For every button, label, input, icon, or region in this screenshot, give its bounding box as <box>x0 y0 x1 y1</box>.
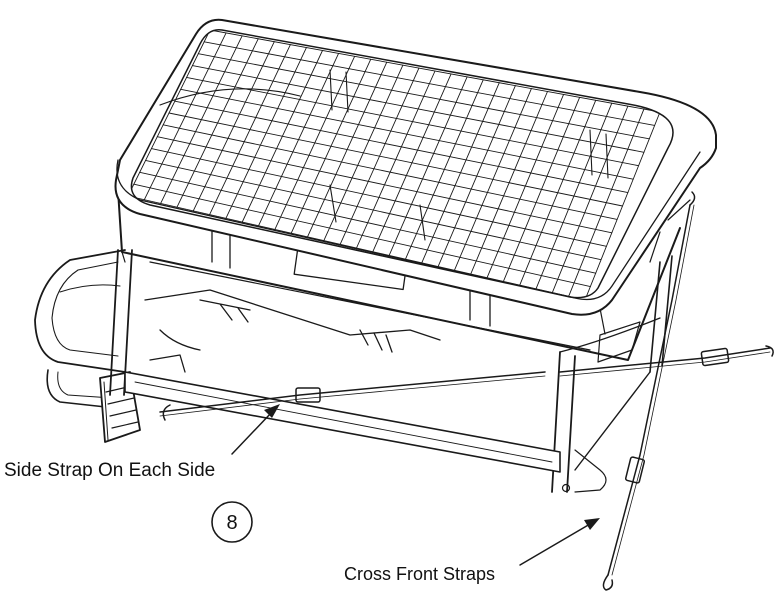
leader-arrow-cross <box>519 523 591 566</box>
step-number-circle <box>211 501 253 543</box>
rear-strap <box>559 345 774 377</box>
leader-arrow-side <box>231 411 273 455</box>
wire-grate <box>131 29 661 298</box>
side-strap <box>159 371 546 421</box>
cross-front-strap <box>602 191 696 591</box>
grate-dividers <box>159 69 609 241</box>
spreader-chute <box>34 249 126 409</box>
side-strap-label: Side Strap On Each Side <box>4 460 215 481</box>
hopper-body <box>117 189 691 361</box>
arrowhead-cross <box>584 518 600 530</box>
arrowhead-side <box>264 404 280 418</box>
support-frame <box>109 249 673 493</box>
spinner-assembly <box>144 289 441 373</box>
step-number: 8 <box>226 512 237 534</box>
cross-front-straps-label: Cross Front Straps <box>344 564 495 584</box>
